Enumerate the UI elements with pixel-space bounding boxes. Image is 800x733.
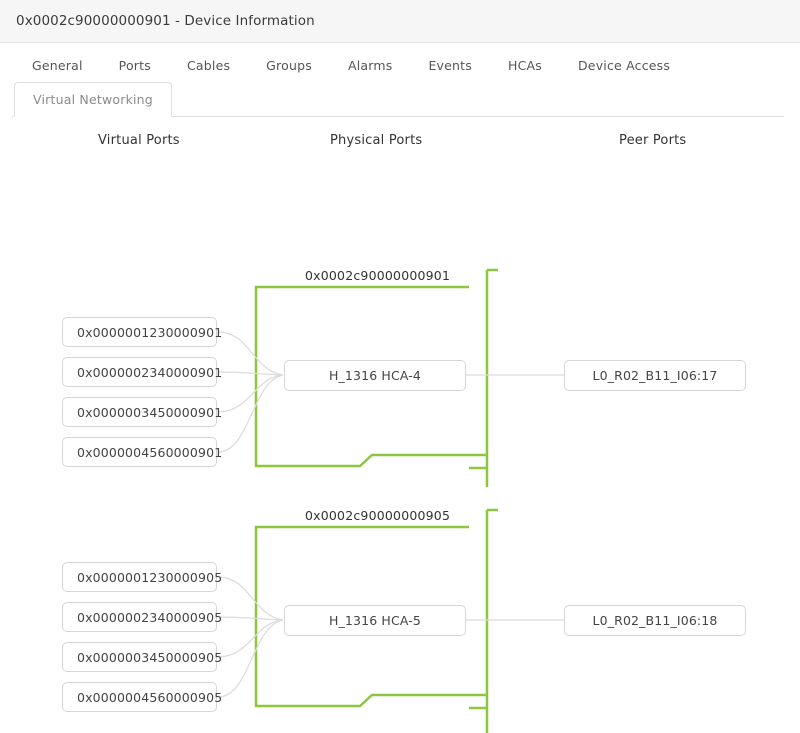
diagram-connectors-layer	[217, 268, 564, 733]
virtual-port-node[interactable]: 0x0000002340000901	[62, 357, 222, 387]
column-header-row: Virtual Ports Physical Ports Peer Ports	[0, 133, 800, 167]
tab-hcas[interactable]: HCAs	[507, 58, 542, 73]
tab-ports[interactable]: Ports	[118, 58, 151, 73]
virtual-port-node[interactable]: 0x0000001230000905	[62, 562, 222, 592]
virtual-port-node[interactable]: 0x0000004560000905	[62, 682, 222, 712]
group-label-2: 0x0002c90000000905	[305, 508, 451, 523]
tab-device-access[interactable]: Device Access	[577, 58, 671, 73]
peer-port-node[interactable]: L0_R02_B11_I06:18	[564, 605, 746, 636]
virtual-port-node[interactable]: 0x0000003450000905	[62, 642, 222, 672]
physical-port-node[interactable]: H_1316 HCA-4	[284, 360, 466, 391]
virtual-port-node[interactable]: 0x0000003450000901	[62, 397, 222, 427]
tab-alarms[interactable]: Alarms	[347, 58, 393, 73]
page-title: 0x0002c90000000901 - Device Information	[16, 13, 315, 29]
column-header-virtual-ports: Virtual Ports	[98, 133, 180, 148]
tab-virtual-networking[interactable]: Virtual Networking	[14, 82, 172, 117]
window-titlebar: 0x0002c90000000901 - Device Information	[0, 0, 800, 43]
tab-groups[interactable]: Groups	[266, 58, 312, 73]
tab-events[interactable]: Events	[428, 58, 472, 73]
virtual-port-node[interactable]: 0x0000004560000901	[62, 437, 222, 467]
group-label-1: 0x0002c90000000901	[305, 268, 451, 283]
column-header-peer-ports: Peer Ports	[619, 133, 687, 148]
group-container-outline-2	[254, 525, 487, 710]
peer-port-node[interactable]: L0_R02_B11_I06:17	[564, 360, 746, 391]
virtual-port-node[interactable]: 0x0000002340000905	[62, 602, 222, 632]
virtual-port-links-2	[217, 576, 284, 698]
primary-tab-strip: General Ports Cables Groups Alarms Event…	[0, 43, 800, 79]
secondary-tab-strip: Virtual Networking	[0, 79, 800, 117]
physical-port-node[interactable]: H_1316 HCA-5	[284, 605, 466, 636]
group-container-outline-1	[254, 285, 487, 470]
tab-general[interactable]: General	[32, 58, 83, 73]
virtual-port-node[interactable]: 0x0000001230000901	[62, 317, 222, 347]
virtual-networking-diagram: 0x0002c90000000901 0x0000001230000901 0x…	[0, 185, 800, 733]
tab-cables[interactable]: Cables	[186, 58, 231, 73]
virtual-port-links-1	[217, 331, 284, 453]
column-header-physical-ports: Physical Ports	[330, 133, 423, 148]
